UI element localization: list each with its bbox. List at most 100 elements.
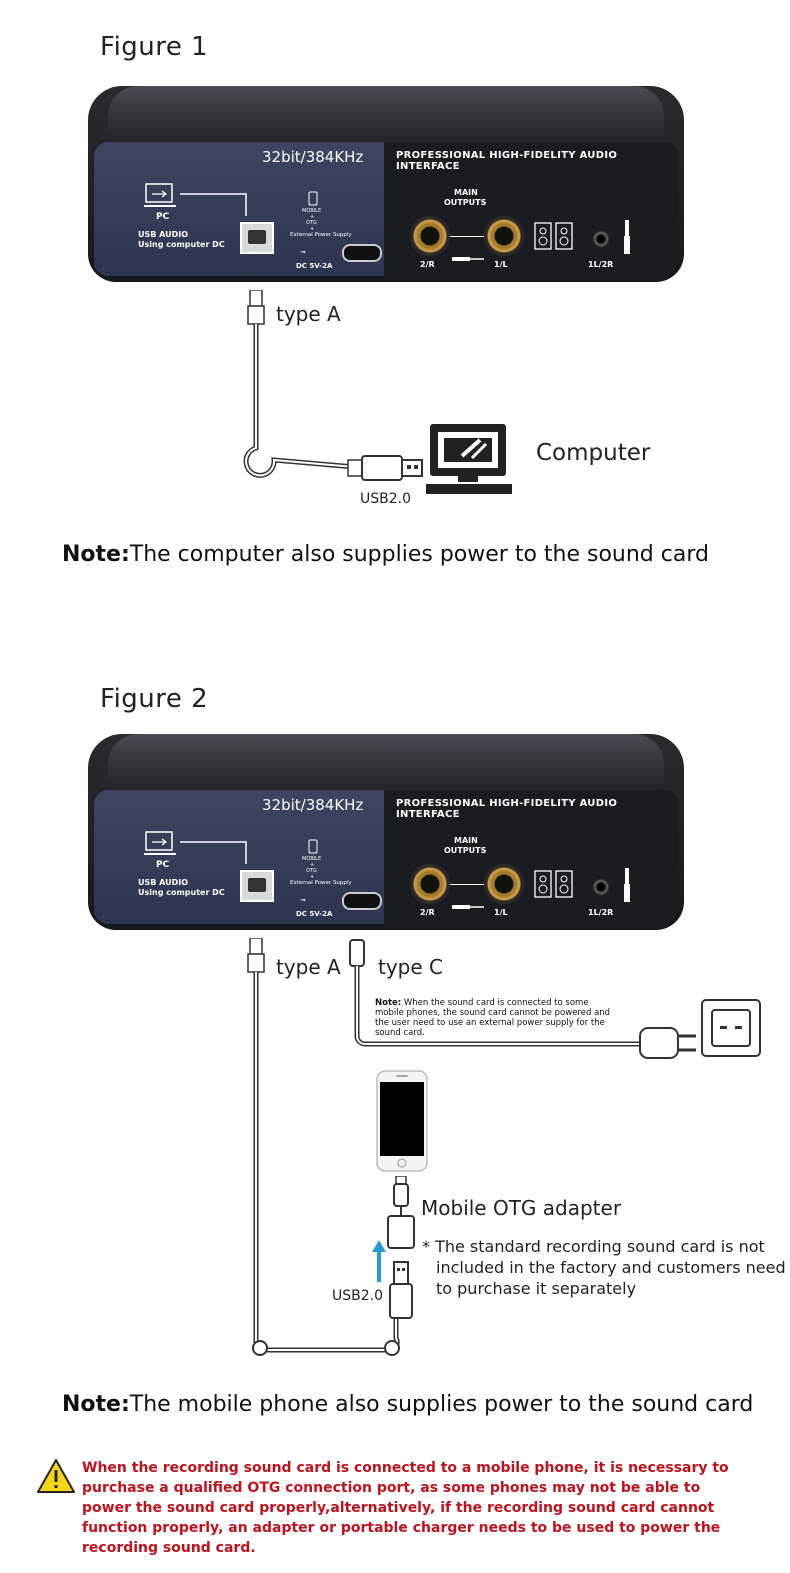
otg-label: OTG: [306, 868, 317, 874]
warning-line4: function properly, an adapter or portabl…: [82, 1520, 721, 1536]
computer-icon: [426, 424, 512, 494]
rear-panel: 32bit/384KHz PROFESSIONAL HIGH-FIDELITY …: [94, 790, 678, 924]
pc-icon: [144, 831, 176, 855]
output-1l-label: 1/L: [494, 908, 508, 917]
warning-line1: When the recording sound card is connect…: [82, 1460, 729, 1476]
warning-line2: purchase a qualified OTG connection port…: [82, 1480, 701, 1496]
audio-interface-device: 32bit/384KHz PROFESSIONAL HIGH-FIDELITY …: [88, 86, 684, 282]
power-note-line3: the user need to use an external power s…: [375, 1018, 605, 1028]
pc-icon: [144, 183, 176, 207]
usb-2-label: USB2.0: [360, 491, 412, 507]
main-outputs-label-2: OUTPUTS: [444, 198, 487, 207]
usb-c-port: [342, 244, 382, 262]
plus-sign-2: +: [310, 874, 315, 880]
usb-c-port: [342, 892, 382, 910]
headphone-plug-icon: [624, 868, 630, 902]
usb-b-port: [240, 222, 274, 254]
figure-2-note: Note:The mobile phone also supplies powe…: [62, 1392, 753, 1417]
dc-label: DC 5V-2A: [296, 910, 333, 918]
note-text: The computer also supplies power to the …: [129, 542, 709, 567]
usb-cable-figure1: [243, 290, 423, 481]
rear-panel-left: [94, 790, 384, 924]
usb-line-icon: [180, 841, 247, 864]
device-top-surface: [108, 734, 664, 788]
power-note-bold: Note:: [375, 998, 402, 1008]
plug-icon: ⊸: [300, 248, 306, 256]
arrow-up-icon: [372, 1240, 386, 1282]
type-c-label: type C: [378, 955, 443, 979]
plus-sign-1: +: [310, 214, 315, 220]
main-outputs-label-1: MAIN: [454, 188, 478, 197]
warning-line3: power the sound card properly,alternativ…: [82, 1500, 715, 1516]
usb-audio-label: USB AUDIO: [138, 878, 188, 887]
plus-sign-1: +: [310, 862, 315, 868]
plug-icon: ⊸: [300, 896, 306, 904]
mobile-icon: [308, 191, 318, 206]
warning-line5: recording sound card.: [82, 1540, 256, 1556]
main-outputs-label-1: MAIN: [454, 836, 478, 845]
power-note-line4: sound card.: [375, 1028, 425, 1038]
usb-audio-label: USB AUDIO: [138, 230, 188, 239]
speakers-icon: [534, 222, 573, 250]
phones-output-label: 1L/2R: [588, 260, 614, 269]
device-top-surface: [108, 86, 664, 140]
output-1l-label: 1/L: [494, 260, 508, 269]
note-bold-label: Note:: [62, 1392, 130, 1417]
usb-b-port: [240, 870, 274, 902]
panel-title: PROFESSIONAL HIGH-FIDELITY AUDIO INTERFA…: [396, 150, 618, 172]
headphone-jack: [592, 878, 610, 896]
mobile-icon: [308, 839, 318, 854]
trs-plug-icon: [452, 905, 484, 909]
output-jack-1l: [484, 864, 524, 904]
warning-text: When the recording sound card is connect…: [82, 1458, 729, 1558]
audio-interface-device-2: 32bit/384KHz PROFESSIONAL HIGH-FIDELITY …: [88, 734, 684, 930]
output-jack-1l: [484, 216, 524, 256]
output-2r-label: 2/R: [420, 260, 435, 269]
rear-panel: 32bit/384KHz PROFESSIONAL HIGH-FIDELITY …: [94, 142, 678, 276]
output-jack-2r: [410, 864, 450, 904]
mobile-label: MOBILE: [302, 208, 322, 214]
warning-triangle-icon: [37, 1459, 75, 1493]
note-bold-label: Note:: [62, 542, 130, 567]
headphone-plug-icon: [624, 220, 630, 254]
output-jack-2r: [410, 216, 450, 256]
pc-label: PC: [156, 212, 170, 222]
smartphone-icon: [376, 1070, 428, 1172]
type-a-label: type A: [276, 955, 341, 979]
power-note: Note: When the sound card is connected t…: [375, 998, 610, 1038]
ext-power-label: External Power Supply: [290, 232, 352, 238]
otg-note-line1: * The standard recording sound card is n…: [422, 1237, 765, 1256]
speakers-icon: [534, 870, 573, 898]
figure-2-title: Figure 2: [100, 684, 209, 714]
ext-power-label: External Power Supply: [290, 880, 352, 886]
power-note-line1: When the sound card is connected to some: [401, 998, 589, 1008]
usb-line-icon: [180, 193, 247, 216]
note-text: The mobile phone also supplies power to …: [129, 1392, 754, 1417]
figure-1-note: Note:The computer also supplies power to…: [62, 542, 709, 567]
phones-output-label: 1L/2R: [588, 908, 614, 917]
type-a-label: type A: [276, 302, 341, 326]
spec-label: 32bit/384KHz: [262, 148, 364, 166]
otg-label: OTG: [306, 220, 317, 226]
jack-connector-line: [450, 884, 484, 885]
trs-plug-icon: [452, 257, 484, 261]
cables-figure2: [247, 938, 696, 1356]
otg-purchase-note: * The standard recording sound card is n…: [422, 1236, 786, 1299]
power-note-line2: mobile phones, the sound card cannot be …: [375, 1008, 611, 1018]
otg-adapter-label: Mobile OTG adapter: [421, 1196, 622, 1220]
spec-label: 32bit/384KHz: [262, 796, 364, 814]
usb-2-label: USB2.0: [332, 1288, 384, 1304]
dc-label: DC 5V-2A: [296, 262, 333, 270]
figure-1-title: Figure 1: [100, 32, 209, 62]
plus-sign-2: +: [310, 226, 315, 232]
mobile-label: MOBILE: [302, 856, 322, 862]
using-dc-label: Using computer DC: [138, 888, 225, 897]
otg-note-line3: to purchase it separately: [436, 1279, 637, 1298]
main-outputs-label-2: OUTPUTS: [444, 846, 487, 855]
pc-label: PC: [156, 860, 170, 870]
power-socket-icon: [701, 999, 761, 1057]
computer-label: Computer: [536, 440, 651, 466]
rear-panel-left: [94, 142, 384, 276]
output-2r-label: 2/R: [420, 908, 435, 917]
otg-adapter-chain: [387, 1176, 415, 1319]
